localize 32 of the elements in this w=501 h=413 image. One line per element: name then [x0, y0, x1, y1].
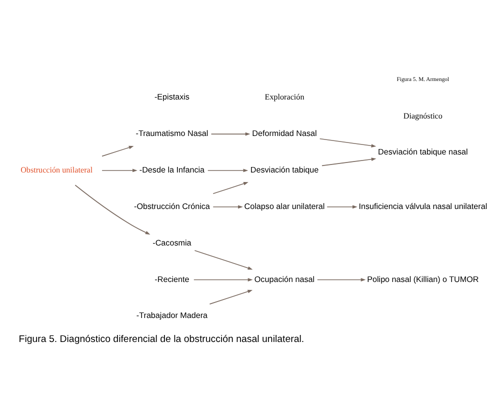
arrow: [210, 132, 250, 136]
node-text: -Obstrucción Crónica: [134, 202, 210, 211]
node-text: Deformidad Nasal: [252, 129, 317, 138]
arrow: [319, 138, 376, 148]
node-text: Insuficiencia válvula nasal unilateral: [358, 202, 488, 211]
node-text: -Reciente: [154, 274, 190, 284]
node-text: Colapso alar unilateral: [244, 202, 325, 211]
arrow: [212, 182, 248, 194]
arrow: [194, 250, 253, 270]
node-text: -Desde la Infancia: [139, 166, 205, 174]
node-text: Desviación tabique nasal: [378, 148, 468, 157]
arrow: [326, 205, 358, 209]
arrow: [102, 146, 134, 157]
node-text: -Trabajador Madera: [136, 311, 208, 320]
arrow: [322, 158, 376, 166]
node-text: -Epistaxis: [154, 92, 190, 102]
arrow: [209, 290, 253, 304]
arrow: [74, 184, 150, 235]
node-text: Ocupación nasal: [254, 274, 315, 284]
label: Exploración: [264, 92, 304, 102]
node-text: -Cacosmia: [152, 238, 192, 248]
caption: Figura 5. Diagnóstico diferencial de la obstrucción nasal unilateral.: [18, 334, 304, 345]
node-text: -Traumatismo Nasal: [136, 129, 208, 138]
arrow: [316, 278, 366, 282]
arrow: [212, 205, 243, 209]
node-text: Obstrucción unilateral: [20, 166, 93, 174]
arrow: [102, 168, 138, 172]
label: Diagnóstico: [403, 111, 442, 120]
node-text: Polipo nasal (Killian) o TUMOR: [367, 274, 479, 284]
node-text: Desviación tabique: [250, 166, 319, 174]
arrow: [194, 278, 253, 282]
arrow: [207, 168, 248, 172]
